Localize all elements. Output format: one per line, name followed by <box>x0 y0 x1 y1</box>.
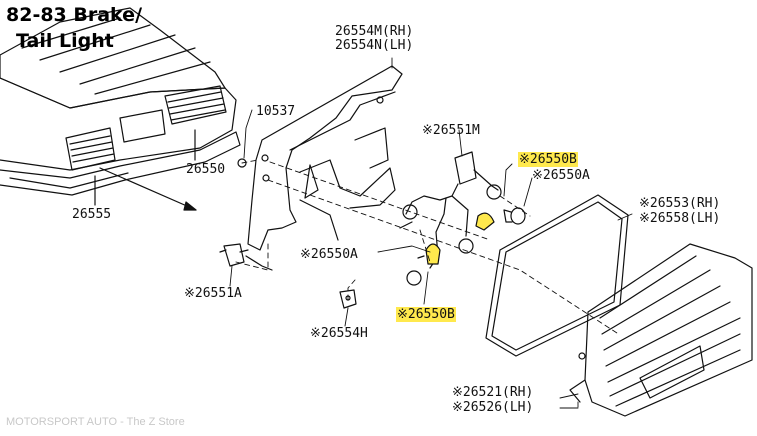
part-label-26550b-bottom: ※26550B <box>396 307 456 322</box>
part-label-26555: 26555 <box>72 207 112 222</box>
part-label-26550a-left: ※26550A <box>300 247 358 262</box>
bulbs <box>425 207 526 265</box>
diagram-title-line1: 82-83 Brake/ <box>6 4 143 26</box>
part-label-26550: 26550 <box>186 162 226 177</box>
part-label-26553: ※26553(RH) <box>639 196 721 211</box>
part-label-26526: ※26526(LH) <box>452 400 534 415</box>
part-label-10537: 10537 <box>256 104 296 119</box>
socket-left <box>219 243 273 271</box>
tail-light-lens <box>569 243 753 417</box>
wiring-harness <box>399 151 502 286</box>
footer-watermark: MOTORSPORT AUTO - The Z Store <box>6 416 185 428</box>
part-label-26554m: 26554M(RH) <box>335 24 414 39</box>
part-label-26550a-right: ※26550A <box>532 168 590 183</box>
part-label-26521: ※26521(RH) <box>452 385 534 400</box>
part-label-26550b-top: ※26550B <box>518 152 578 167</box>
mounting-bracket <box>237 65 403 251</box>
part-label-26554h: ※26554H <box>310 326 368 341</box>
diagram-title-line2: Tail Light <box>16 30 114 52</box>
part-label-26551a: ※26551A <box>184 286 242 301</box>
car-rear-illustration <box>0 7 241 211</box>
part-label-26558: ※26558(LH) <box>639 211 721 226</box>
part-label-26554n: 26554N(LH) <box>335 38 414 53</box>
part-label-26551m: ※26551M <box>422 123 480 138</box>
